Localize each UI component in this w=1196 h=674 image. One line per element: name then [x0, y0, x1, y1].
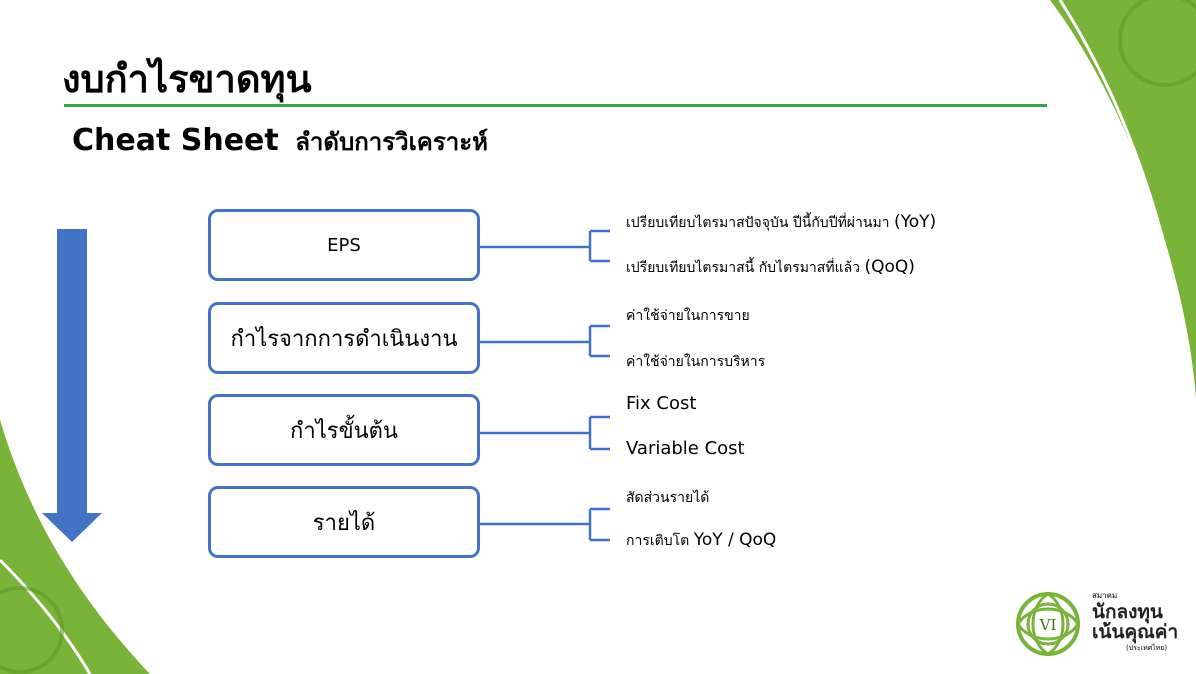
step-label: กำไรขั้นต้น — [290, 418, 398, 444]
step-box-eps: EPS — [208, 209, 480, 281]
logo-emblem-text: VI — [1039, 616, 1057, 634]
page-title: งบกำไรขาดทุน — [62, 57, 312, 101]
eps-item-yoy: เปรียบเทียบไตรมาสปัจจุบัน ปีนี้กับปีที่ผ… — [626, 212, 937, 232]
eps-item-qoq: เปรียบเทียบไตรมาสนี้ กับไตรมาสที่แล้ว (Q… — [626, 257, 915, 277]
title-divider — [64, 104, 1047, 107]
gp-item-variable-cost: Variable Cost — [626, 438, 745, 459]
subtitle: Cheat Sheet ลำดับการวิเคราะห์ — [72, 122, 488, 161]
op-item-selling: ค่าใช้จ่ายในการขาย — [626, 308, 750, 324]
rev-item-growth: การเติบโต YoY / QoQ — [626, 530, 777, 550]
subtitle-th: ลำดับการวิเคราะห์ — [295, 128, 488, 156]
step-box-gross-profit: กำไรขั้นต้น — [208, 394, 480, 466]
rev-item-mix: สัดส่วนรายได้ — [626, 490, 710, 506]
step-label: EPS — [327, 234, 361, 256]
subtitle-en: Cheat Sheet — [72, 123, 279, 158]
step-box-revenue: รายได้ — [208, 486, 480, 558]
step-label: รายได้ — [312, 510, 376, 536]
gp-item-fix-cost: Fix Cost — [626, 393, 697, 414]
step-box-operating-profit: กำไรจากการดำเนินงาน — [208, 302, 480, 374]
down-arrow-icon — [42, 229, 102, 542]
logo-text: สมาคม นักลงทุน เน้นคุณค่า (ประเทศไทย) — [1092, 591, 1179, 652]
step-label: กำไรจากการดำเนินงาน — [230, 326, 458, 352]
vi-logo-icon: VI — [1016, 592, 1080, 656]
op-item-admin: ค่าใช้จ่ายในการบริหาร — [626, 354, 766, 370]
